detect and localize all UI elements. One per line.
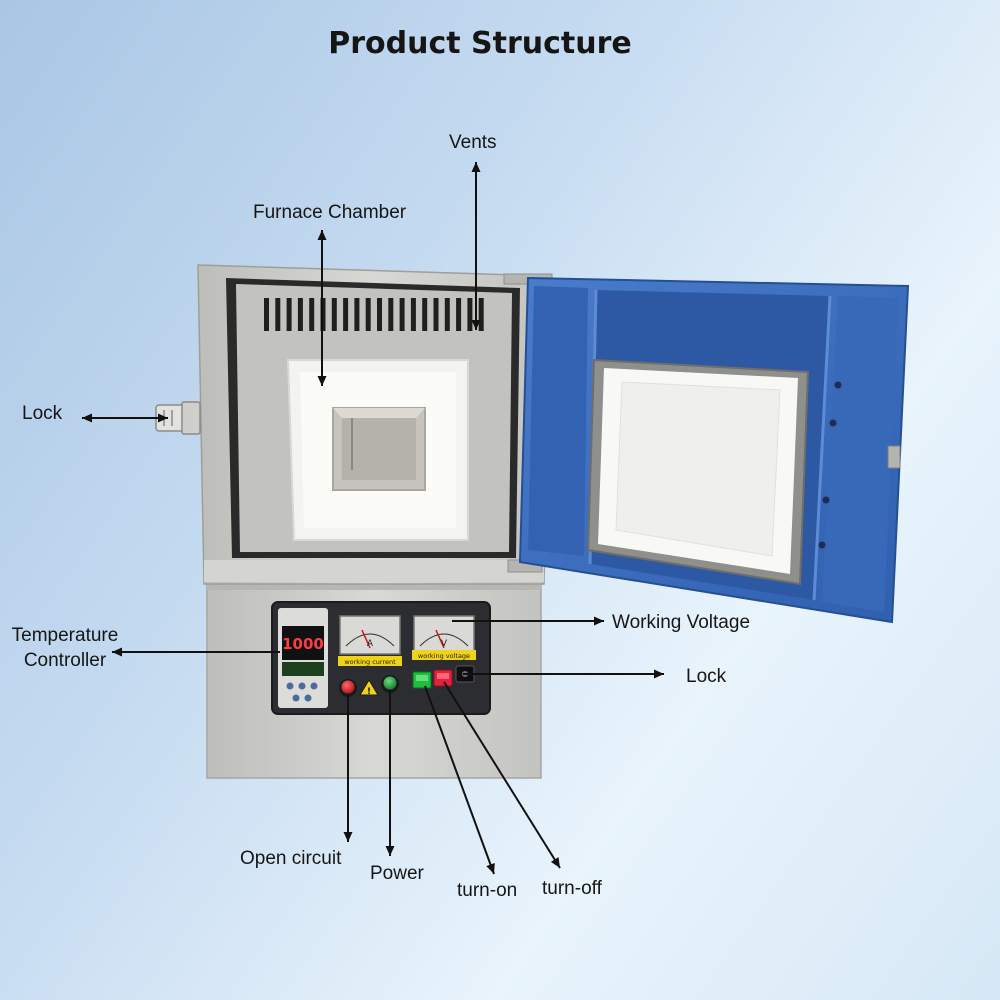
label-temperature-controller: Temperature Controller [5, 625, 125, 672]
warning-triangle-icon: ! [359, 679, 379, 697]
label-turn-on: turn-on [457, 880, 518, 901]
vent-slot [275, 298, 281, 331]
arrow-turn-off [443, 681, 561, 869]
vent-slot [433, 298, 439, 331]
controller-display-text: 1000 [282, 635, 324, 653]
furnace-chamber [286, 359, 469, 541]
open-circuit-button[interactable] [339, 679, 357, 697]
vent-slot [377, 298, 382, 331]
working-current-plate: working current [344, 658, 396, 666]
vent-slot [422, 298, 428, 331]
arrow-furnace-chamber [317, 230, 327, 386]
callout-arrows [82, 162, 664, 875]
voltage-meter: V [413, 615, 475, 655]
svg-text:!: ! [367, 687, 371, 697]
vent-slot [456, 298, 462, 331]
vent-slot [365, 298, 371, 331]
control-panel: 1000 A V working current working [271, 601, 491, 715]
arrow-working-voltage [452, 616, 604, 626]
label-lock-right: Lock [686, 666, 727, 687]
arrow-open-circuit [343, 694, 353, 842]
label-working-voltage: Working Voltage [612, 612, 751, 633]
label-turn-off: turn-off [542, 878, 602, 899]
label-temperature-controller-line1: Temperature [11, 625, 119, 646]
current-meter: A [339, 615, 401, 655]
turn-off-switch[interactable] [433, 669, 453, 687]
power-button[interactable] [381, 675, 399, 693]
vent-slot [331, 298, 337, 331]
working-voltage-plate: working voltage [418, 652, 470, 660]
vent-slot [399, 298, 405, 331]
arrow-lock-left [82, 413, 168, 423]
vent-slot [478, 298, 484, 331]
label-furnace-chamber: Furnace Chamber [253, 202, 407, 223]
label-vents: Vents [449, 132, 497, 153]
vent-slot [264, 298, 269, 331]
label-lock-left: Lock [22, 403, 63, 424]
vent-slot [410, 298, 416, 331]
arrow-lock-right [463, 669, 664, 679]
vent-slot [467, 298, 473, 331]
arrow-temperature-controller [112, 647, 280, 657]
vent-slot [309, 298, 315, 331]
voltage-meter-unit: V [441, 639, 448, 649]
vent-slot [343, 298, 349, 331]
current-meter-unit: A [367, 639, 374, 649]
vent-slot [444, 298, 450, 331]
label-temperature-controller-line2: Controller [23, 650, 107, 671]
turn-on-switch[interactable] [412, 671, 432, 689]
vent-slot [354, 298, 360, 331]
page-title: Product Structure [328, 26, 632, 61]
arrow-vents [471, 162, 481, 330]
arrow-power [385, 690, 395, 856]
arrow-turn-on [424, 685, 495, 875]
vent-slots [264, 298, 484, 331]
vent-slot [297, 298, 303, 331]
label-power: Power [370, 863, 424, 884]
open-door [518, 276, 910, 624]
vent-slot [286, 298, 292, 331]
vent-slot [388, 298, 394, 331]
label-open-circuit: Open circuit [240, 848, 342, 869]
